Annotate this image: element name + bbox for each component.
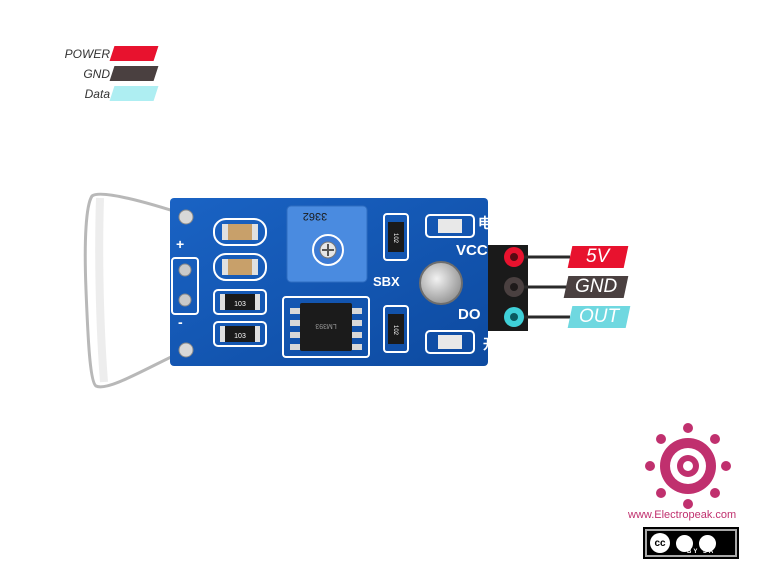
by-icon (676, 534, 693, 552)
switch-led (425, 330, 475, 354)
silk-switch-cn: 开关 (483, 336, 511, 352)
pin-label-gnd: GND (563, 276, 629, 298)
silk-power-cn: 电源 (478, 215, 506, 231)
cc-icon: cc (650, 533, 670, 553)
electropeak-website: www.Electropeak.com (628, 509, 737, 521)
silk-minus: - (178, 314, 183, 330)
sa-icon (699, 534, 716, 552)
legend-power-label: POWER (64, 47, 110, 61)
cc-license-labels: BY SA (687, 549, 715, 555)
resistor-2-code: 103 (234, 333, 246, 340)
potentiometer-code: 3362 (303, 210, 327, 222)
pin-label-5v: 5V (567, 246, 629, 268)
capacitor-1 (213, 218, 267, 246)
electropeak-logo (645, 423, 731, 509)
pin-label-gnd-text: GND (574, 276, 618, 297)
capacitor-2 (213, 253, 267, 281)
pin-label-out: OUT (567, 306, 631, 328)
silk-plus: + (176, 236, 185, 252)
silk-do: DO (458, 306, 481, 323)
potentiometer: 3362 (286, 205, 368, 283)
resistor-3-code: 102 (392, 233, 398, 244)
resistor-4-code: 102 (392, 325, 398, 336)
creative-commons-badge: cc BY SA (643, 527, 739, 559)
mounting-hole-top (178, 209, 194, 225)
pin-out (504, 307, 570, 327)
mounting-hole-bottom (178, 342, 194, 358)
resistor-3: 102 (383, 213, 409, 261)
cc-badge-inner: cc BY SA (647, 531, 735, 555)
wire-color-legend: POWER GND Data (40, 44, 170, 104)
resistor-1: 103 (213, 289, 267, 315)
legend-gnd: GND (40, 64, 170, 84)
pin-label-5v-text: 5V (586, 246, 610, 267)
pin-gnd (504, 277, 570, 297)
mounting-screw-hole (419, 261, 463, 305)
power-led (425, 214, 475, 238)
reed-pads (171, 257, 199, 315)
chip-code: LM393 (315, 322, 337, 329)
reed-switch-glass (83, 192, 187, 389)
resistor-4: 102 (383, 305, 409, 353)
cc-by-label: BY (687, 549, 700, 555)
resistor-1-code: 103 (234, 301, 246, 308)
legend-power: POWER (40, 44, 170, 64)
legend-data-label: Data (84, 87, 110, 101)
resistor-2: 103 (213, 321, 267, 347)
silk-sbx: SBX (373, 274, 400, 289)
cc-sa-label: SA (702, 549, 716, 555)
silk-vcc: VCC (456, 242, 488, 259)
pin-vcc (504, 247, 570, 267)
legend-gnd-label: GND (83, 67, 110, 81)
legend-data: Data (40, 84, 170, 104)
pin-label-out-text: OUT (578, 306, 620, 327)
comparator-chip: LM393 (282, 296, 370, 358)
